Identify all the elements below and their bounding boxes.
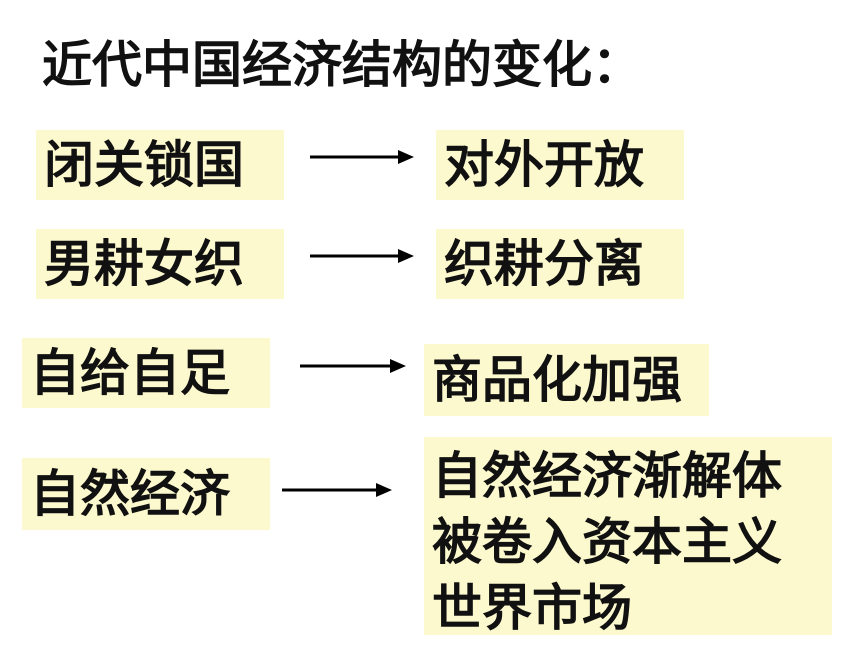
from-box-natural-economy: 自然经济 <box>22 458 270 530</box>
to-label-line-1: 自然经济渐解体 <box>432 447 782 505</box>
from-label: 自然经济 <box>30 465 230 523</box>
from-box-self-sufficiency: 自给自足 <box>22 338 270 408</box>
to-box-weave-farm-separation: 织耕分离 <box>436 229 684 299</box>
arrow-row-4 <box>282 483 392 497</box>
to-label-line-2: 被卷入资本主义 <box>432 513 782 571</box>
arrow-row-2 <box>310 249 414 263</box>
arrow-row-1 <box>310 150 414 164</box>
arrow-row-3 <box>300 359 406 373</box>
to-label: 对外开放 <box>444 136 644 194</box>
to-label: 织耕分离 <box>444 235 644 293</box>
to-box-open-door: 对外开放 <box>436 130 684 200</box>
from-label: 自给自足 <box>30 344 230 402</box>
from-box-men-farm-women-weave: 男耕女织 <box>36 229 284 299</box>
from-label: 男耕女织 <box>44 235 244 293</box>
from-box-closed-door: 闭关锁国 <box>36 130 284 200</box>
to-box-natural-economy-dissolves: 自然经济渐解体 被卷入资本主义 世界市场 <box>424 437 832 637</box>
diagram-title: 近代中国经济结构的变化： <box>42 36 642 94</box>
from-label: 闭关锁国 <box>44 136 244 194</box>
to-label-line-3: 世界市场 <box>432 579 632 637</box>
to-box-commercialization: 商品化加强 <box>424 344 709 416</box>
to-label: 商品化加强 <box>432 351 682 409</box>
